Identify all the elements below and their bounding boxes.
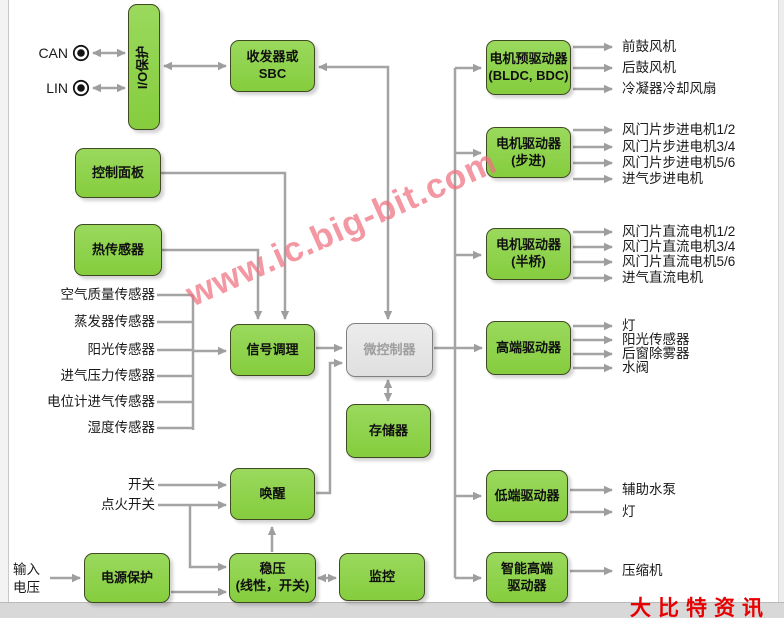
box-transceiver-sbc: 收发器或 SBC <box>230 40 315 92</box>
box-motor-predriver: 电机预驱动器 (BLDC, BDC) <box>486 40 571 95</box>
output-front-blower: 前鼓风机 <box>622 39 676 54</box>
box-microcontroller: 微控制器 <box>346 323 433 377</box>
box-microcontroller-label: 微控制器 <box>363 341 416 357</box>
output-compressor: 压缩机 <box>622 563 663 578</box>
box-high-side-driver-label: 高端驱动器 <box>495 339 561 355</box>
can-label: CAN <box>38 45 68 61</box>
box-memory: 存储器 <box>346 404 431 458</box>
box-low-side-driver-label: 低端驱动器 <box>494 487 560 503</box>
box-smart-high-side-driver-label: 智能高端 驱动器 <box>500 560 553 593</box>
input-air-quality-sensor: 空气质量传感器 <box>60 287 156 302</box>
box-high-side-driver: 高端驱动器 <box>486 321 571 375</box>
box-control-panel: 控制面板 <box>75 148 161 198</box>
box-control-panel-label: 控制面板 <box>91 164 144 180</box>
output-rear-window-defroster: 后窗除雾器 <box>622 346 690 361</box>
brand-text: 大比特资讯 <box>630 597 770 618</box>
output-flap-stepper-motor-5-6: 风门片步进电机5/6 <box>622 155 736 170</box>
box-thermal-sensor-label: 热传感器 <box>91 241 144 257</box>
box-memory-label: 存储器 <box>368 422 408 438</box>
box-motor-driver-stepper-label: 电机驱动器 (步进) <box>495 135 561 168</box>
box-regulator-label: 稳压 (线性，开关) <box>235 561 310 593</box>
right-margin <box>778 0 784 603</box>
output-flap-stepper-motor-3-4: 风门片步进电机3/4 <box>622 139 736 154</box>
output-condenser-cooling-fan: 冷凝器冷却风扇 <box>622 81 717 96</box>
box-regulator: 稳压 (线性，开关) <box>229 553 316 603</box>
output-lamp-high-side: 灯 <box>622 318 636 333</box>
output-rear-blower: 后鼓风机 <box>622 60 676 75</box>
box-signal-conditioning: 信号调理 <box>230 324 315 376</box>
can-connector-icon <box>72 44 90 62</box>
output-flap-dc-motor-3-4: 风门片直流电机3/4 <box>622 239 736 254</box>
output-flap-stepper-motor-1-2: 风门片步进电机1/2 <box>622 122 736 137</box>
output-intake-stepper-motor: 进气步进电机 <box>622 171 703 186</box>
box-low-side-driver: 低端驱动器 <box>486 470 568 522</box>
box-motor-driver-stepper: 电机驱动器 (步进) <box>486 127 571 178</box>
output-flap-dc-motor-5-6: 风门片直流电机5/6 <box>622 254 736 269</box>
box-signal-conditioning-label: 信号调理 <box>246 341 299 357</box>
box-transceiver-sbc-label: 收发器或 SBC <box>246 49 299 81</box>
output-water-valve: 水阀 <box>622 360 649 375</box>
box-smart-high-side-driver: 智能高端 驱动器 <box>486 552 568 603</box>
box-motor-driver-half-bridge-label: 电机驱动器 (半桥) <box>495 237 561 269</box>
box-power-protection: 电源保护 <box>84 553 170 603</box>
input-voltage-label: 输入 电压 <box>13 562 40 595</box>
bottom-margin <box>0 602 784 618</box>
input-ignition-switch: 点火开关 <box>101 497 155 512</box>
input-humidity-sensor: 湿度传感器 <box>87 420 156 435</box>
box-wakeup: 唤醒 <box>230 468 315 520</box>
input-switch: 开关 <box>128 477 155 492</box>
input-evaporator-sensor: 蒸发器传感器 <box>74 314 155 329</box>
output-intake-dc-motor: 进气直流电机 <box>622 270 703 285</box>
output-flap-dc-motor-1-2: 风门片直流电机1/2 <box>622 224 736 239</box>
output-sunlight-sensor: 阳光传感器 <box>622 332 690 347</box>
box-monitor-label: 监控 <box>368 568 395 584</box>
lin-connector-icon <box>72 79 90 97</box>
box-motor-driver-half-bridge: 电机驱动器 (半桥) <box>486 228 571 280</box>
box-power-protection-label: 电源保护 <box>100 569 153 585</box>
output-auxiliary-water-pump: 辅助水泵 <box>622 482 676 497</box>
box-thermal-sensor: 热传感器 <box>74 224 162 276</box>
input-potentiometer-intake-sensor: 电位计进气传感器 <box>47 394 155 409</box>
input-intake-pressure-sensor: 进气压力传感器 <box>60 368 156 383</box>
box-wakeup-label: 唤醒 <box>259 485 286 501</box>
box-monitor: 监控 <box>339 553 425 601</box>
input-sunlight-sensor: 阳光传感器 <box>87 342 156 357</box>
lin-label: LIN <box>46 80 68 96</box>
box-io-protection: I/O保护 <box>128 4 160 130</box>
box-motor-predriver-label: 电机预驱动器 (BLDC, BDC) <box>488 50 569 83</box>
box-io-protection-label: I/O保护 <box>135 45 151 89</box>
output-lamp-low-side: 灯 <box>622 504 636 519</box>
left-margin <box>0 0 9 603</box>
